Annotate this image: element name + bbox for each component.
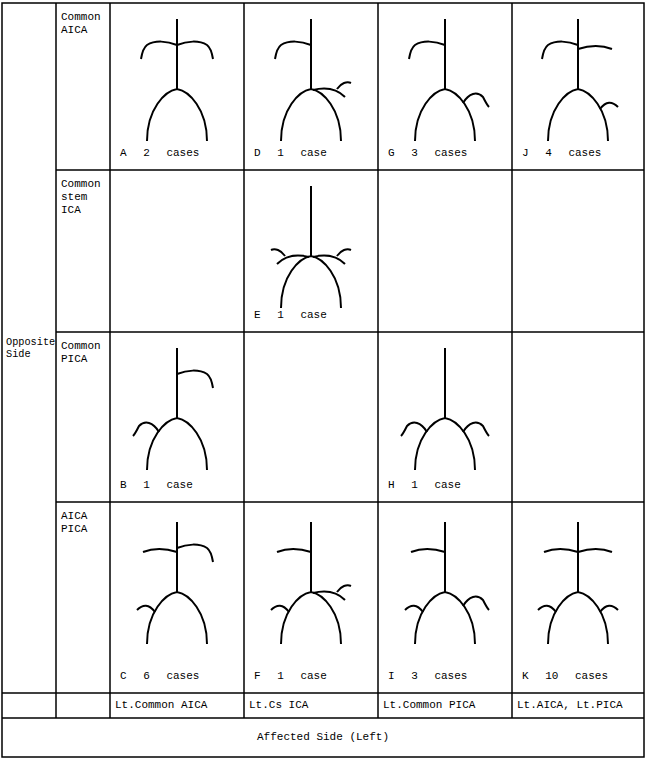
label-text: D 1 case (254, 147, 327, 160)
column-header: Lt.Common PICA (379, 694, 511, 717)
label-text: H 1 case (388, 479, 461, 492)
row-header: Common stem ICA (57, 176, 109, 226)
case-count: C 6 cases (114, 667, 240, 687)
row-header: Common PICA (57, 338, 109, 388)
side-header: Opposite Side (3, 3, 55, 693)
artery-sketch (137, 522, 213, 644)
label-text: Affected Side (Left) (257, 731, 389, 744)
label-text: Common PICA (61, 340, 105, 366)
table-grid (2, 3, 644, 757)
label-text: Lt.Common PICA (383, 699, 475, 712)
case-count: E 1 case (248, 306, 374, 326)
case-count: A 2 cases (114, 144, 240, 164)
artery-sketch (275, 19, 351, 141)
case-count: B 1 case (114, 476, 240, 496)
case-count: F 1 case (248, 667, 374, 687)
column-header: Lt.Common AICA (111, 694, 243, 717)
artery-sketch (271, 522, 351, 644)
label-text: K 10 cases (522, 670, 608, 683)
label-text: Lt.Common AICA (115, 699, 207, 712)
label-text: A 2 cases (120, 147, 199, 160)
artery-sketch (405, 522, 489, 644)
case-count: K 10 cases (516, 667, 640, 687)
label-text: G 3 cases (388, 147, 467, 160)
label-text: E 1 case (254, 309, 327, 322)
case-count: J 4 cases (516, 144, 640, 164)
column-header: Lt.AICA, Lt.PICA (513, 694, 643, 717)
row-header: AICA PICA (57, 508, 109, 558)
label-text: Lt.Cs ICA (249, 699, 308, 712)
label-text: Common AICA (61, 11, 105, 37)
column-header: Lt.Cs ICA (245, 694, 377, 717)
label-text: Common stem ICA (61, 178, 105, 218)
label-text: B 1 case (120, 479, 193, 492)
axis-title: Affected Side (Left) (3, 719, 643, 756)
artery-sketch (271, 186, 351, 308)
artery-sketch (409, 19, 489, 141)
case-count: D 1 case (248, 144, 374, 164)
case-count: H 1 case (382, 476, 508, 496)
artery-sketch (141, 19, 213, 141)
label-text: AICA PICA (61, 510, 105, 536)
artery-sketch (133, 348, 213, 470)
artery-sketch (542, 19, 618, 141)
label-text: F 1 case (254, 670, 327, 683)
artery-sketch (538, 522, 618, 644)
case-count: I 3 cases (382, 667, 508, 687)
label-text: J 4 cases (522, 147, 601, 160)
label-text: C 6 cases (120, 670, 199, 683)
artery-sketch (401, 348, 489, 470)
label-text: I 3 cases (388, 670, 467, 683)
label-text: Opposite Side (6, 336, 55, 361)
case-count: G 3 cases (382, 144, 508, 164)
label-text: Lt.AICA, Lt.PICA (517, 699, 623, 712)
row-header: Common AICA (57, 9, 109, 59)
